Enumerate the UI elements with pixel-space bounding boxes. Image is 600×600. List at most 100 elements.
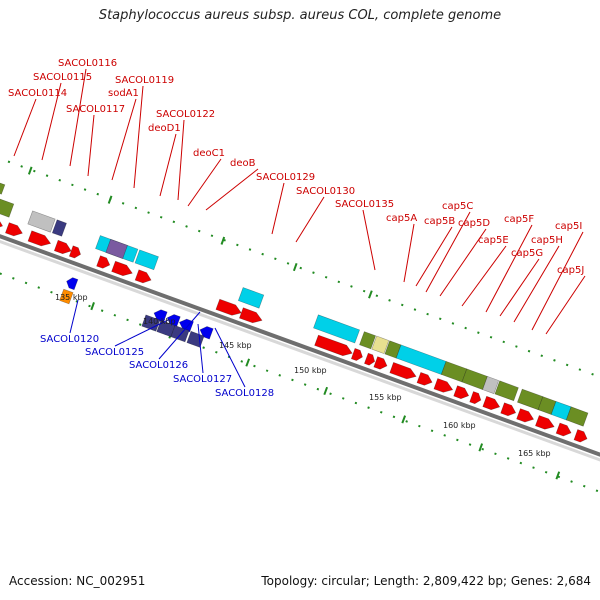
backbone-line (0, 234, 600, 457)
leader-line (485, 224, 533, 313)
gene-label-top: cap5G (511, 248, 543, 259)
minor-tick-mark (303, 383, 307, 386)
minor-tick-mark (12, 277, 15, 280)
gene-label-top: cap5B (424, 216, 455, 227)
gene-label-bottom: SACOL0120 (40, 334, 99, 345)
major-tick-mark (90, 302, 95, 311)
forward-cds-arrow (27, 230, 52, 247)
leader-line (111, 98, 137, 181)
minor-tick-mark (456, 438, 459, 442)
gene-label-top: SACOL0122 (156, 109, 215, 120)
leader-line (295, 196, 325, 243)
minor-tick-mark (506, 457, 510, 460)
forward-cds-arrow (516, 408, 535, 423)
top-tick-mark (400, 303, 404, 307)
top-major-tick-mark (368, 290, 373, 299)
cog-category-box (134, 249, 159, 271)
top-tick-mark (362, 289, 366, 293)
minor-tick-mark (138, 323, 142, 326)
leader-line (415, 226, 453, 287)
forward-cds-arrow (389, 362, 417, 380)
forward-cds-arrow (573, 429, 588, 443)
top-tick-mark (438, 317, 442, 321)
leader-line (87, 114, 95, 177)
minor-tick-mark (468, 443, 472, 446)
leader-line (214, 327, 246, 388)
top-tick-mark (159, 215, 163, 219)
major-tick-mark (401, 415, 407, 424)
forward-cds-arrow (555, 422, 572, 437)
top-tick-mark (83, 188, 87, 191)
top-tick-mark (286, 262, 290, 265)
minor-tick-mark (50, 290, 53, 294)
leader-line-layer (13, 68, 586, 388)
minor-tick-mark (570, 480, 573, 483)
scale-label: 155 kbp (369, 393, 402, 402)
genome-title: Staphylococcus aureus subsp. aureus COL,… (98, 8, 502, 23)
top-tick-mark (172, 220, 176, 224)
minor-tick-mark (418, 424, 421, 428)
top-tick-mark (451, 322, 455, 325)
forward-cds-arrow (416, 372, 433, 386)
minor-tick-mark (595, 489, 599, 493)
minor-tick-mark (215, 350, 218, 354)
gene-label-top: cap5I (555, 221, 582, 232)
gene-label-top: SACOL0119 (115, 75, 174, 86)
top-tick-mark (236, 243, 239, 247)
minor-tick-mark (240, 360, 244, 363)
minor-tick-mark (278, 374, 282, 377)
forward-cds-arrow (373, 356, 388, 370)
gene-label-top: cap5E (478, 235, 509, 246)
gene-label-top: deoB (230, 158, 256, 169)
minor-tick-mark (24, 281, 28, 285)
minor-tick-mark (367, 406, 370, 409)
forward-cds-arrow (500, 402, 517, 417)
leader-line (271, 182, 285, 235)
minor-tick-mark (253, 364, 256, 368)
top-tick-mark (58, 178, 62, 182)
forward-cds-arrow (53, 239, 72, 255)
leader-line (461, 245, 507, 307)
gene-label-top: SACOL0114 (8, 88, 67, 99)
gene-label-top: SACOL0116 (58, 58, 117, 69)
leader-line (114, 319, 169, 347)
leader-line (41, 82, 62, 161)
top-major-tick-mark (27, 166, 33, 175)
cog-category-box (494, 380, 519, 402)
top-tick-mark (261, 252, 264, 256)
gene-label-top: cap5C (442, 201, 473, 212)
top-tick-mark (426, 312, 429, 316)
top-tick-mark (350, 285, 353, 288)
scale-label: 160 kbp (443, 421, 476, 430)
minor-tick-mark (494, 452, 497, 456)
cog-category-box (237, 287, 265, 309)
minor-tick-mark (532, 466, 535, 469)
top-tick-mark (147, 211, 150, 214)
scale-label: 140 kbp (143, 317, 176, 326)
minor-tick-mark (37, 286, 41, 289)
gene-label-top: cap5F (504, 214, 534, 225)
leader-line (13, 98, 37, 157)
gene-label-top: SACOL0115 (33, 72, 92, 83)
top-tick-mark (527, 349, 531, 353)
minor-tick-mark (75, 300, 79, 303)
leader-line (205, 168, 259, 211)
top-tick-mark (578, 368, 582, 371)
cog-category-box (482, 376, 500, 395)
scale-label: 165 kbp (518, 449, 551, 458)
leader-line (425, 211, 471, 293)
forward-cds-arrow (350, 348, 363, 361)
minor-tick-mark (316, 387, 320, 391)
forward-cds-arrow (5, 222, 23, 237)
scale-label: 150 kbp (294, 366, 327, 375)
genome-summary-text: Topology: circular; Length: 2,809,422 bp… (261, 574, 591, 588)
major-tick-mark (323, 386, 329, 396)
minor-tick-mark (430, 429, 434, 433)
minor-tick-mark (329, 392, 332, 396)
forward-cds-arrow (111, 260, 133, 277)
top-tick-mark (134, 206, 138, 210)
leader-line (158, 311, 201, 360)
forward-cds-arrow (96, 255, 111, 269)
cog-category-box (359, 331, 376, 350)
